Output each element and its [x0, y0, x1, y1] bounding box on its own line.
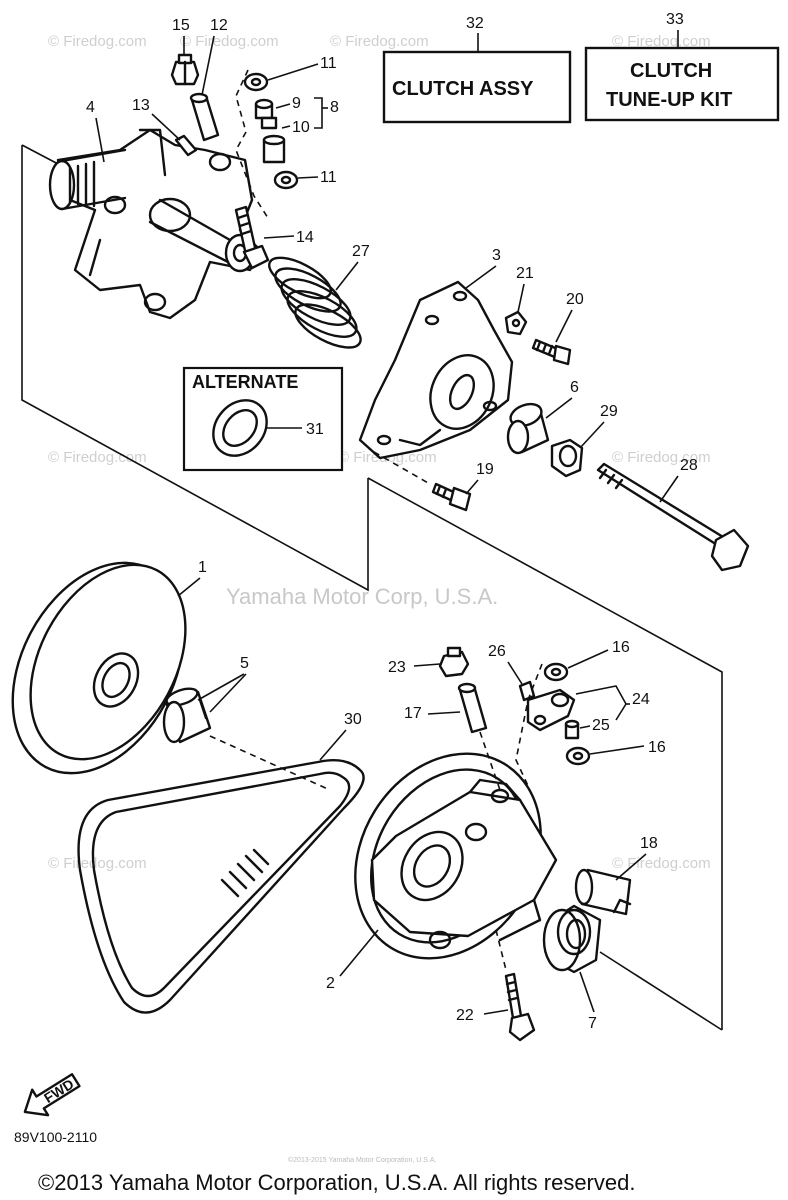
- upper-group-outline: [21, 145, 369, 592]
- callout-9: 9: [292, 95, 301, 112]
- pin-part-12[interactable]: [189, 92, 220, 142]
- callout-7: 7: [588, 1015, 597, 1032]
- tune-up-kit-box[interactable]: 33 CLUTCH TUNE-UP KIT: [584, 11, 780, 122]
- callout-14: 14: [296, 229, 314, 246]
- callout-16-lower: 16: [648, 739, 666, 756]
- cover-plate-part-3[interactable]: [358, 280, 514, 460]
- nut-part-23[interactable]: [438, 646, 470, 678]
- spider-hub-part-4[interactable]: [48, 128, 262, 320]
- watermark-site: © Firedog.com: [48, 33, 147, 50]
- callout-5: 5: [240, 655, 249, 672]
- callout-4: 4: [86, 99, 95, 116]
- watermark-site: © Firedog.com: [180, 33, 279, 50]
- diagram-code: 89V100-2110: [14, 1129, 97, 1145]
- callout-8: 8: [330, 99, 339, 116]
- callout-24: 24: [632, 691, 650, 708]
- pin-part-13[interactable]: [174, 134, 198, 157]
- callout-10: 10: [292, 119, 310, 136]
- pin-part-26[interactable]: [518, 680, 536, 702]
- bolt-part-28[interactable]: [596, 462, 750, 572]
- washer-part-11-upper[interactable]: [243, 72, 269, 92]
- fine-print: ©2013-2015 Yamaha Motor Corporation, U.S…: [288, 1156, 437, 1164]
- callout-27: 27: [352, 243, 370, 260]
- watermark-site: © Firedog.com: [612, 33, 711, 50]
- lower-group-outline: [367, 477, 723, 1030]
- bushing-part-5[interactable]: [162, 685, 212, 744]
- watermark-site: © Firedog.com: [330, 33, 429, 50]
- callout-20: 20: [566, 291, 584, 308]
- bolt-part-20[interactable]: [531, 338, 572, 366]
- bushing-part-10[interactable]: [260, 116, 286, 164]
- watermark-site: © Firedog.com: [48, 855, 147, 872]
- callout-23: 23: [388, 659, 406, 676]
- callout-1: 1: [198, 559, 207, 576]
- washer-part-16-lower[interactable]: [565, 746, 591, 766]
- alternate-box[interactable]: ALTERNATE 31: [182, 366, 344, 472]
- callout-11-lower: 11: [320, 169, 337, 186]
- callout-28: 28: [680, 457, 698, 474]
- callout-17: 17: [404, 705, 422, 722]
- callout-15: 15: [172, 17, 190, 34]
- callout-21: 21: [516, 265, 534, 282]
- callout-18: 18: [640, 835, 658, 852]
- callout-11-upper: 11: [320, 55, 337, 72]
- alternate-label: ALTERNATE: [192, 372, 298, 392]
- roller-ring-part-7[interactable]: [542, 904, 602, 974]
- callout-19: 19: [476, 461, 494, 478]
- watermarks: © Firedog.com © Firedog.com © Firedog.co…: [48, 33, 711, 872]
- roller-part-9[interactable]: [254, 98, 274, 120]
- callout-32: 32: [466, 15, 484, 32]
- washer-part-16-upper[interactable]: [543, 662, 569, 682]
- clip-part-29[interactable]: [550, 438, 584, 478]
- watermark-site: © Firedog.com: [612, 449, 711, 466]
- callout-25: 25: [592, 717, 610, 734]
- callout-6: 6: [570, 379, 579, 396]
- drive-belt-part-30[interactable]: [77, 759, 365, 1014]
- clutch-assy-label: CLUTCH ASSY: [392, 78, 534, 100]
- washer-part-11-lower[interactable]: [273, 170, 299, 190]
- copyright-text: ©2013 Yamaha Motor Corporation, U.S.A. A…: [38, 1170, 635, 1195]
- tune-up-kit-label-2: TUNE-UP KIT: [606, 89, 732, 111]
- nut-part-21[interactable]: [504, 310, 528, 336]
- callout-30: 30: [344, 711, 362, 728]
- tune-up-kit-label-1: CLUTCH: [630, 60, 712, 82]
- callout-33: 33: [666, 11, 684, 28]
- movable-sheave-part-2[interactable]: [318, 719, 578, 993]
- callout-12: 12: [210, 17, 228, 34]
- spring-part-27[interactable]: [263, 250, 366, 356]
- bolt-part-19[interactable]: [431, 482, 472, 512]
- fixed-sheave-part-1[interactable]: [0, 533, 218, 802]
- callout-16-upper: 16: [612, 639, 630, 656]
- watermark-site: © Firedog.com: [48, 449, 147, 466]
- weight-arm-part-24[interactable]: [526, 688, 576, 732]
- watermark-corp: Yamaha Motor Corp, U.S.A.: [226, 584, 498, 609]
- callout-22: 22: [456, 1007, 474, 1024]
- roller-part-6[interactable]: [506, 400, 550, 455]
- callout-3: 3: [492, 247, 501, 264]
- forward-arrow-icon: FWD: [23, 1073, 81, 1117]
- sleeve-part-18[interactable]: [574, 868, 632, 916]
- bolt-part-22[interactable]: [504, 972, 536, 1042]
- callout-2: 2: [326, 975, 335, 992]
- nut-part-15[interactable]: [170, 53, 200, 86]
- roller-part-25[interactable]: [564, 719, 580, 740]
- callout-13: 13: [132, 97, 150, 114]
- watermark-site: © Firedog.com: [612, 855, 711, 872]
- pin-part-17[interactable]: [457, 682, 488, 734]
- callout-29: 29: [600, 403, 618, 420]
- callout-26: 26: [488, 643, 506, 660]
- bolt-part-14[interactable]: [234, 205, 270, 270]
- clutch-assy-box[interactable]: 32 CLUTCH ASSY: [382, 15, 572, 124]
- callout-31: 31: [306, 421, 324, 438]
